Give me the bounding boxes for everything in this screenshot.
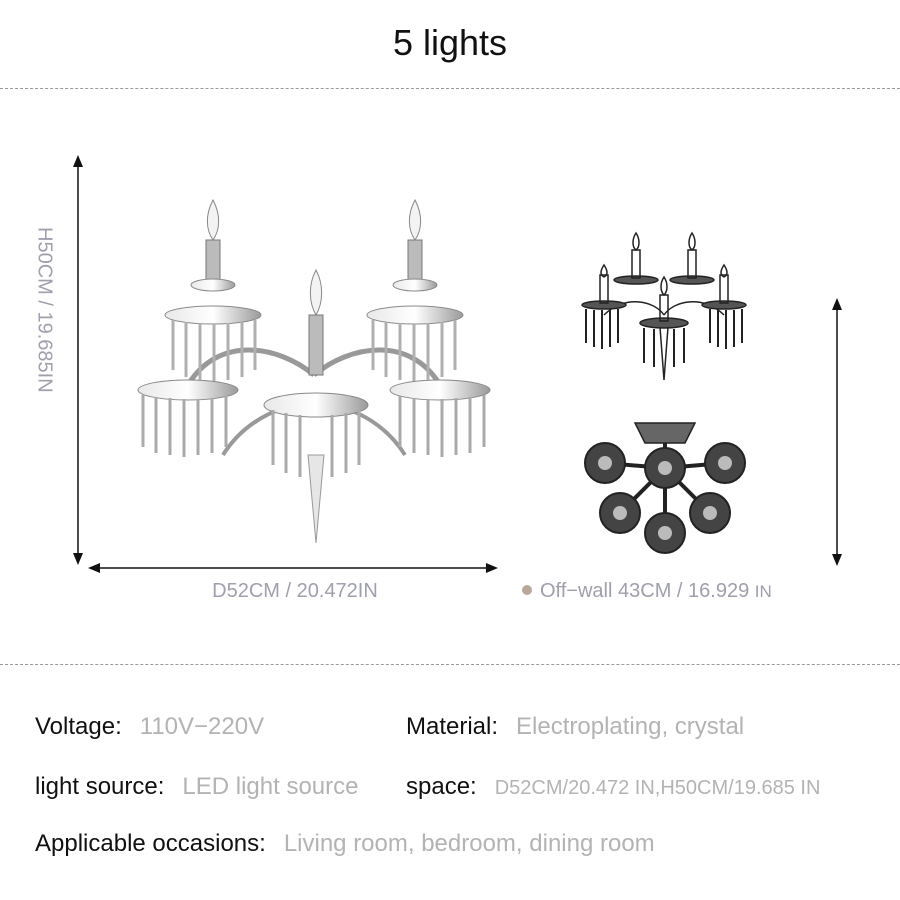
spec-key: Voltage: [35, 713, 122, 740]
spec-occasions: Applicable occasions: Living room, bedroo… [35, 830, 655, 858]
width-arrow [88, 563, 498, 573]
chandelier-photo [137, 198, 491, 544]
offwall-label: Off−wall 43CM / 16.929 IN [522, 580, 772, 603]
spec-voltage: Voltage: 110V−220V [35, 713, 264, 741]
bullet-dot-icon [522, 584, 532, 595]
spec-key: Material: [406, 713, 499, 740]
sconce-front-drawing [581, 231, 747, 381]
width-label: D52CM / 20.472IN [212, 580, 378, 602]
spec-material: Material: Electroplating, crystal [406, 713, 744, 741]
page-title: 5 lights [392, 22, 508, 63]
height-label-text: H50CM / 19.685IN [33, 226, 56, 393]
top-divider [0, 88, 900, 89]
offwall-unit: IN [754, 582, 772, 601]
bottom-divider [0, 664, 900, 665]
spec-light-source: light source: LED light source [35, 773, 359, 801]
sconce-top-view-drawing [584, 422, 746, 554]
spec-key: space: [406, 773, 477, 800]
spec-value: LED light source [182, 773, 359, 800]
spec-value: D52CM/20.472 IN,H50CM/19.685 IN [494, 777, 821, 799]
spec-key: Applicable occasions: [35, 830, 266, 857]
spec-value: Living room, bedroom, dining room [283, 830, 655, 857]
spec-space: space: D52CM/20.472 IN,H50CM/19.685 IN [406, 773, 820, 801]
height-arrow [73, 155, 83, 565]
spec-value: 110V−220V [139, 713, 265, 740]
side-height-arrow [832, 298, 842, 566]
height-label: H50CM / 19.685IN [20, 217, 68, 402]
offwall-text: Off−wall 43CM / 16.929 [540, 580, 750, 602]
spec-value: Electroplating, crystal [516, 713, 745, 740]
spec-key: light source: [35, 773, 165, 800]
